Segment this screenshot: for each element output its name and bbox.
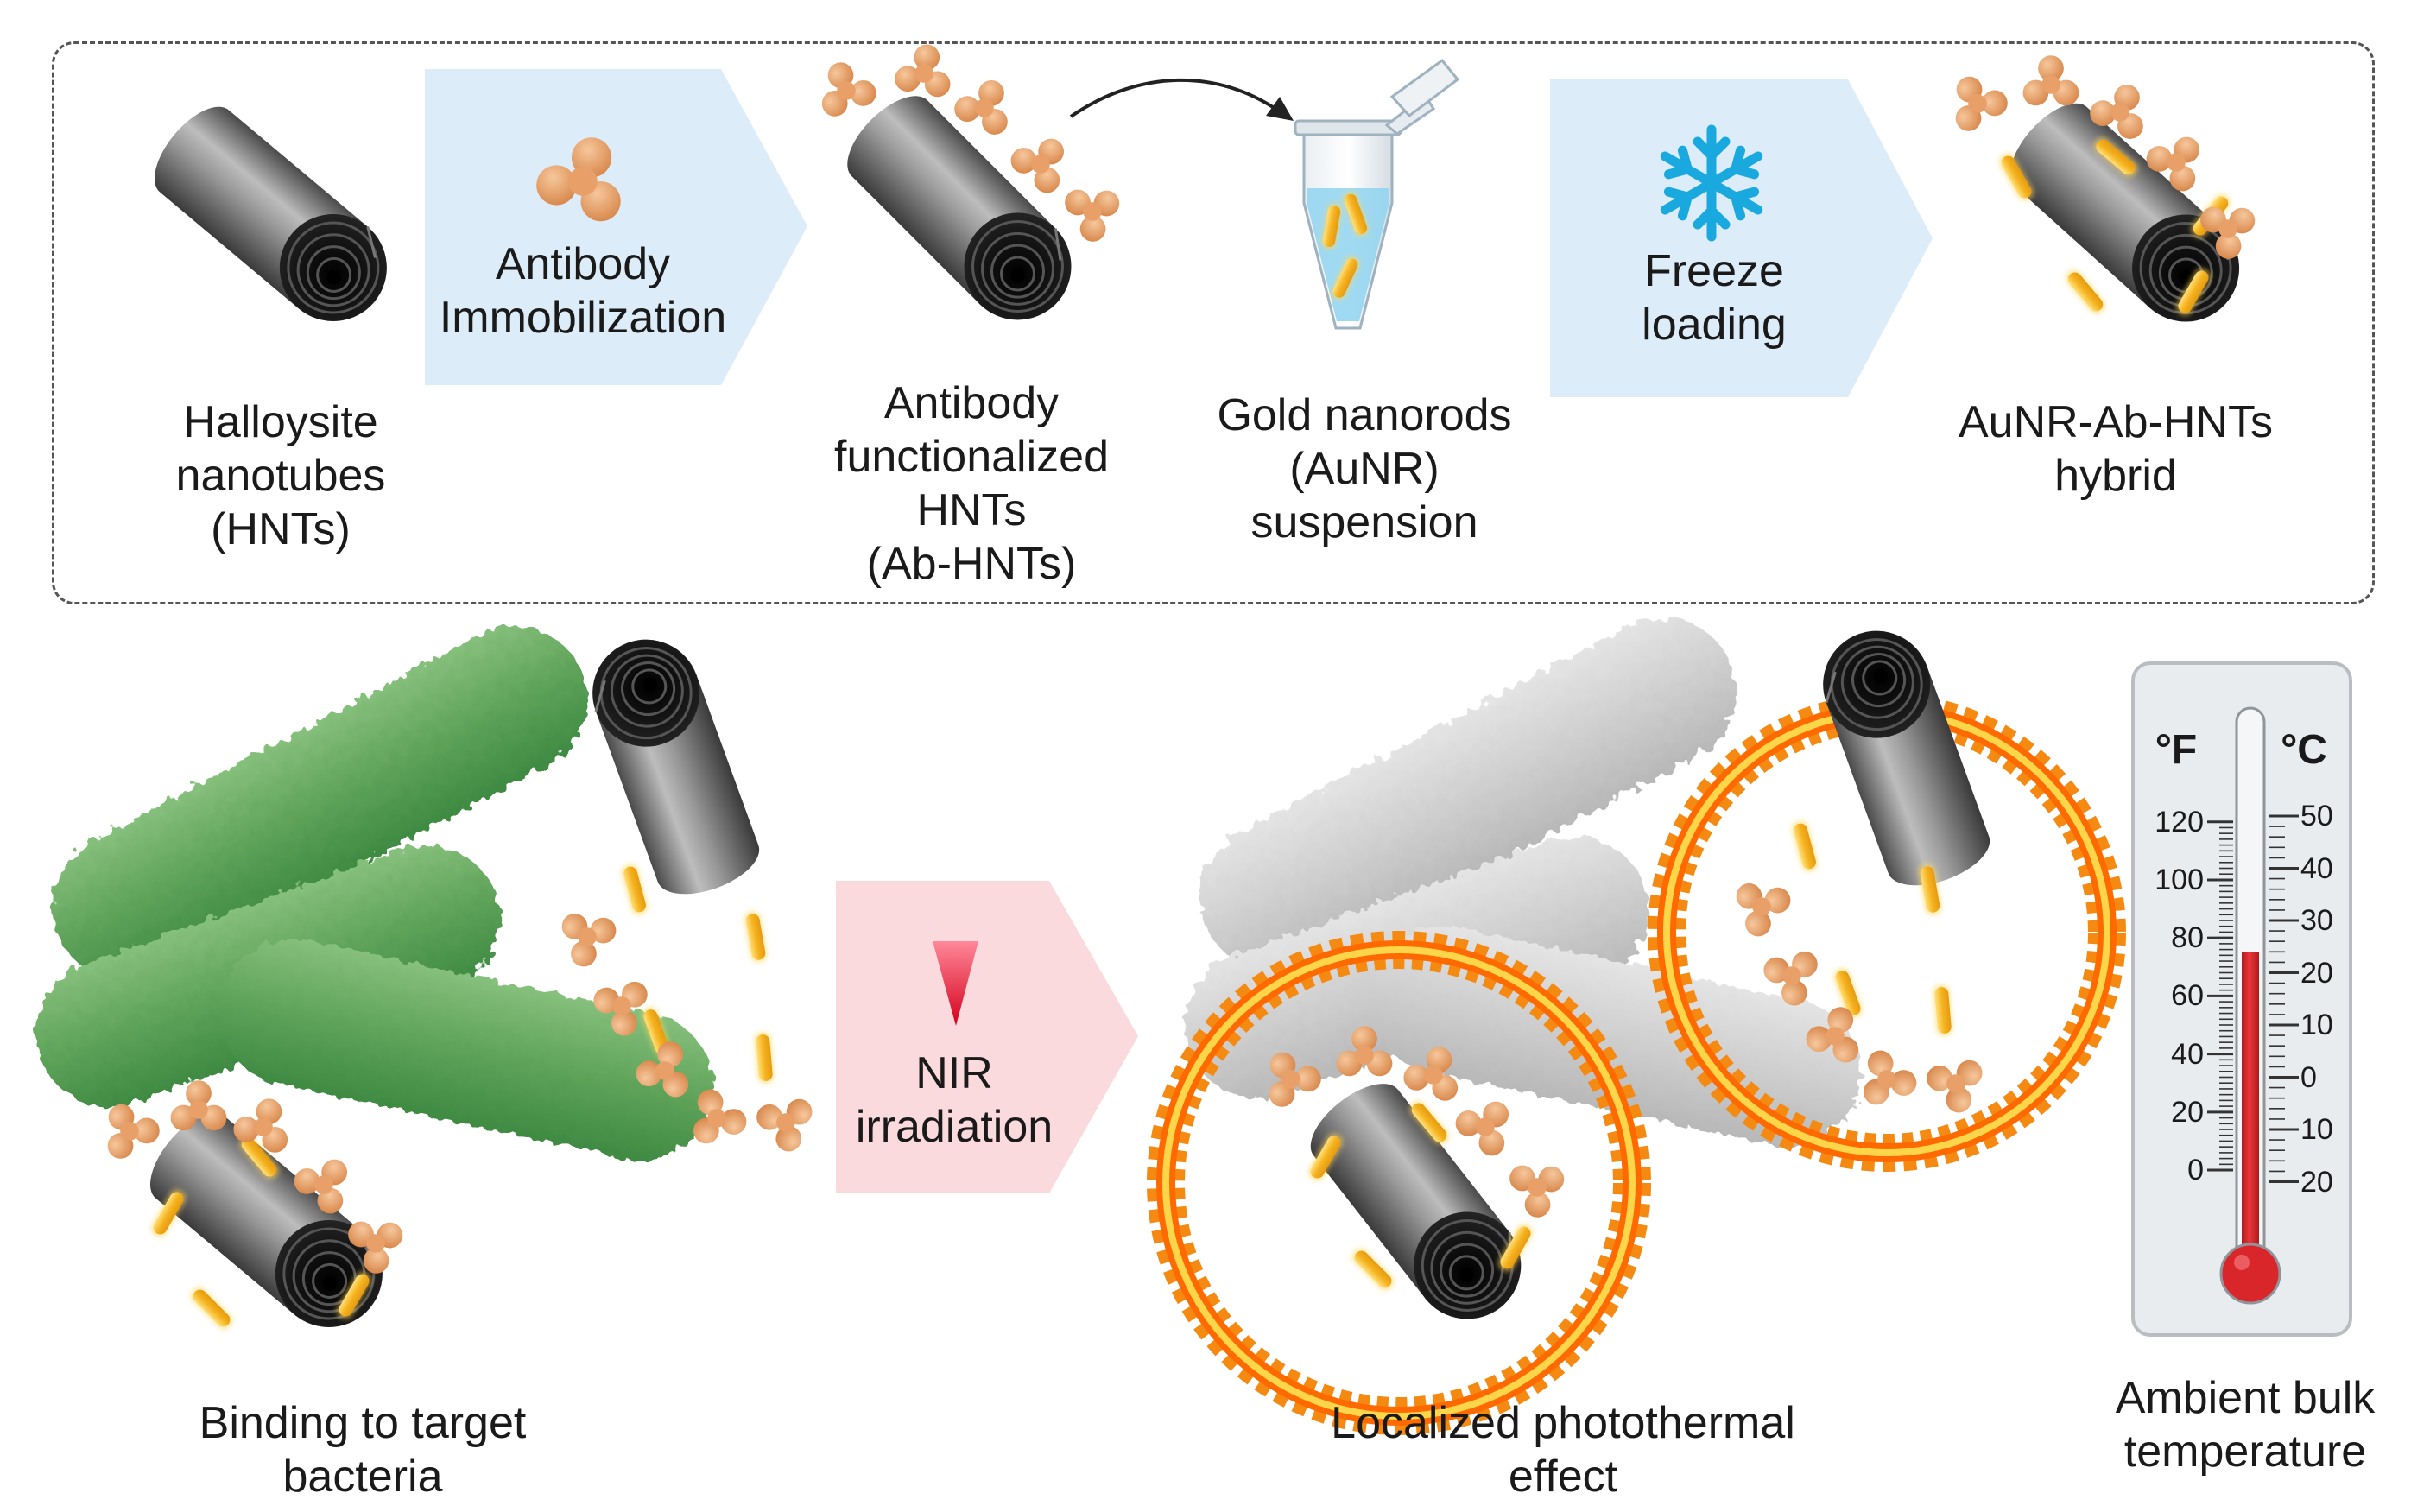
fahrenheit-tick-label: 60 (2171, 979, 2204, 1013)
preparation-panel-border (52, 41, 2375, 604)
fahrenheit-tick-label: 40 (2171, 1037, 2204, 1071)
ambient-label: Ambient bulk temperature (2115, 1373, 2376, 1477)
aunr-ab-hnt-hybrid (1939, 55, 2268, 345)
unit-celsius: °C (2281, 727, 2327, 773)
transfer-arrow (1069, 78, 1280, 118)
fahrenheit-tick-label: 20 (2171, 1095, 2204, 1129)
bound-hybrid-2 (91, 1080, 415, 1351)
celsius-scale-ticks (2269, 814, 2299, 1183)
ab-hnt-label: Antibody functionalized HNTs (Ab-HNTs) (834, 378, 1109, 589)
aunr-label: Gold nanorods (AuNR) suspension (1217, 390, 1512, 547)
killed-bacteria (1184, 617, 1862, 1147)
transfer-arrow-head (1266, 97, 1294, 121)
unit-fahrenheit: °F (2155, 727, 2198, 773)
fahrenheit-tick-label: 80 (2171, 921, 2204, 955)
target-bacteria (35, 626, 713, 1160)
step-arrow-freeze-loading (1550, 79, 1933, 397)
hnt-nanotube (138, 92, 410, 345)
nir-beam-icon (933, 941, 978, 1026)
flame-ring-left (1147, 931, 1651, 1435)
celsius-tick-label: 50 (2300, 800, 2333, 832)
step-arrow-nir-irradiation (836, 881, 1138, 1193)
photothermal-label: Localized photothermal effect (1331, 1398, 1795, 1502)
celsius-tick-label: 30 (2300, 904, 2333, 937)
celsius-tick-label: 20 (2300, 956, 2333, 990)
hnt-label: Halloysite nanotubes (HNTs) (175, 397, 386, 554)
fahrenheit-tick-label: 0 (2187, 1154, 2204, 1187)
celsius-tick-label: 10 (2300, 1113, 2333, 1146)
hybrid-label: AuNR-Ab-HNTs hybrid (1958, 397, 2274, 501)
step-arrow-antibody-immobilization (425, 69, 807, 385)
step-label-freeze-loading: Freeze loading (1642, 246, 1787, 350)
celsius-tick-label: 0 (2300, 1060, 2317, 1094)
binding-label: Binding to target bacteria (199, 1398, 527, 1502)
celsius-tick-label: 40 (2300, 851, 2333, 885)
celsius-tick-label: 20 (2300, 1165, 2333, 1199)
fahrenheit-tick-label: 120 (2155, 805, 2204, 838)
step-label-nir-irradiation: NIR irradiation (855, 1048, 1054, 1152)
ab-hnt-nanotube (810, 40, 1132, 344)
celsius-tick-label: 10 (2300, 1009, 2333, 1041)
mercury-column (2242, 952, 2259, 1274)
thermometer (2131, 661, 2352, 1337)
snowflake-icon (1660, 124, 1763, 242)
aunr-vial (1294, 58, 1460, 330)
step-label-antibody-immobilization: Antibody Immobilization (439, 239, 727, 343)
thermometer-bulb (2219, 1243, 2281, 1305)
fahrenheit-scale-ticks (2207, 820, 2233, 1172)
fahrenheit-tick-label: 100 (2155, 863, 2204, 896)
